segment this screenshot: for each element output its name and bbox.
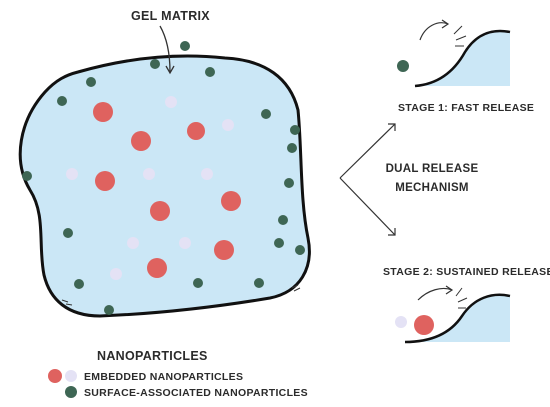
sketch-mark-right (291, 284, 301, 292)
surface-particle (180, 41, 190, 51)
gel-matrix-label: GEL MATRIX (131, 9, 210, 23)
embedded-particle-large (214, 240, 234, 260)
legend-title: NANOPARTICLES (97, 349, 208, 363)
gel-matrix-pointer-arrowhead (165, 65, 175, 75)
surface-particle (274, 238, 284, 248)
embedded-particle-large (150, 201, 170, 221)
stage1-released-particle (397, 60, 409, 72)
embedded-particle-large (95, 171, 115, 191)
embedded-particle-small (127, 237, 139, 249)
embedded-particle-large (221, 191, 241, 211)
surface-particle (63, 228, 73, 238)
stage1-burst-lines (453, 25, 467, 47)
surface-particle (254, 278, 264, 288)
embedded-particle-small (201, 168, 213, 180)
surface-particle (22, 171, 32, 181)
legend-label-surface: SURFACE-ASSOCIATED NANOPARTICLES (84, 387, 308, 399)
surface-particle (287, 143, 297, 153)
mechanism-label-line2: MECHANISM (395, 182, 469, 194)
surface-particle (284, 178, 294, 188)
stage2-gel-outline (404, 293, 511, 344)
surface-particle (193, 278, 203, 288)
surface-particle (150, 59, 160, 69)
embedded-particle-small (179, 237, 191, 249)
gel-matrix-pointer-arrow (159, 25, 171, 73)
embedded-particle-large (147, 258, 167, 278)
stage1-illustration (397, 19, 511, 88)
branch-arrow-up (339, 123, 396, 179)
legend-label-embedded: EMBEDDED NANOPARTICLES (84, 371, 243, 383)
stage2-burst-lines (455, 287, 468, 309)
surface-particle (57, 96, 67, 106)
stage1-motion-arrowhead (441, 19, 450, 29)
surface-particle (74, 279, 84, 289)
stage2-motion-arrow (417, 287, 453, 301)
stage2-illustration (395, 285, 511, 344)
gel-matrix-blob (18, 54, 311, 318)
embedded-particle-small (222, 119, 234, 131)
legend-swatch-embedded-small (65, 370, 77, 382)
embedded-particle-large (131, 131, 151, 151)
surface-particle (205, 67, 215, 77)
embedded-particle-small (66, 168, 78, 180)
surface-particle (86, 77, 96, 87)
stage2-gel-edge (400, 294, 510, 342)
stage1-label: STAGE 1: FAST RELEASE (398, 102, 534, 114)
surface-particle (104, 305, 114, 315)
embedded-particles-large (93, 102, 241, 278)
stage2-label: STAGE 2: SUSTAINED RELEASE (383, 266, 550, 278)
embedded-particle-small (110, 268, 122, 280)
surface-particles (22, 41, 305, 315)
sketch-mark-left (61, 299, 73, 306)
surface-particle (295, 245, 305, 255)
stage2-motion-arrowhead (445, 285, 454, 295)
mechanism-label-line1: DUAL RELEASE (386, 163, 479, 175)
embedded-particle-large (187, 122, 205, 140)
surface-particle (261, 109, 271, 119)
surface-particle (278, 215, 288, 225)
stage2-large-particle (414, 315, 434, 335)
legend: NANOPARTICLES EMBEDDED NANOPARTICLES SUR… (48, 349, 308, 399)
branch-arrow-down (339, 177, 396, 236)
legend-swatch-embedded-large (48, 369, 62, 383)
embedded-particle-small (143, 168, 155, 180)
stage1-motion-arrow (419, 22, 449, 41)
embedded-particles-small (66, 96, 234, 280)
legend-swatch-surface (65, 386, 77, 398)
embedded-particle-large (93, 102, 113, 122)
embedded-particle-small (165, 96, 177, 108)
surface-particle (290, 125, 300, 135)
stage1-gel-outline (414, 29, 511, 88)
stage2-small-particle (395, 316, 407, 328)
branch-arrow-up-head (388, 123, 396, 131)
branch-arrow-down-head (388, 228, 396, 236)
